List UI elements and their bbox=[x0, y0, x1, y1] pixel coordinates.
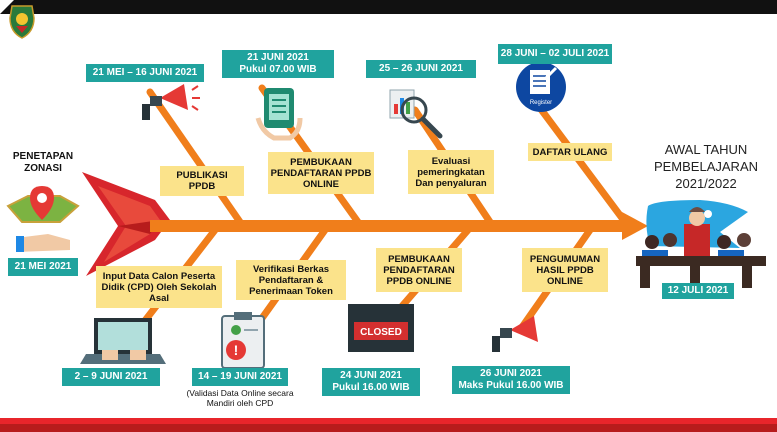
provincial-crest-logo bbox=[9, 5, 35, 39]
register-icon-text: Register bbox=[530, 100, 552, 106]
end-date: 12 JULI 2021 bbox=[662, 283, 734, 299]
event-date: 26 JUNI 2021 bbox=[480, 368, 542, 379]
top-bar bbox=[0, 0, 777, 14]
event-time: Pukul 16.00 WIB bbox=[332, 382, 410, 393]
event-date: 21 JUNI 2021 bbox=[247, 52, 309, 63]
event-label: PEMBUKAAN PENDAFTARAN PPDB ONLINE bbox=[376, 248, 462, 292]
bottom-bar-shade bbox=[0, 424, 777, 432]
start-date: 21 MEI 2021 bbox=[8, 258, 78, 276]
clipboard-alert-icon: ! bbox=[221, 312, 265, 369]
event-date: 25 – 26 JUNI 2021 bbox=[366, 60, 476, 78]
event-label: DAFTAR ULANG bbox=[528, 143, 612, 161]
event-date-card: 21 JUNI 2021 Pukul 07.00 WIB bbox=[222, 50, 334, 78]
megaphone-icon bbox=[142, 84, 200, 120]
event-label: PEMBUKAAN PENDAFTARAN PPDB ONLINE bbox=[268, 152, 374, 194]
magnifier-chart-icon bbox=[389, 89, 443, 139]
event-date: 28 JUNI – 02 JULI 2021 bbox=[498, 44, 612, 64]
megaphone-icon-bottom bbox=[492, 316, 538, 352]
event-date: 24 JUNI 2021 bbox=[340, 370, 402, 381]
event-label: PENGUMUMAN HASIL PPDB ONLINE bbox=[522, 248, 608, 292]
event-label: Input Data Calon Peserta Didik (CPD) Ole… bbox=[96, 266, 222, 308]
map-pin-icon bbox=[6, 186, 80, 252]
end-title: AWAL TAHUN PEMBELAJARAN 2021/2022 bbox=[653, 142, 759, 191]
start-title: PENETAPAN ZONASI bbox=[12, 151, 74, 174]
spine-arrowhead bbox=[622, 212, 648, 240]
event-label: Evaluasi pemeringkatan Dan penyaluran bbox=[408, 150, 494, 194]
event-date-card: 24 JUNI 2021 Pukul 16.00 WIB bbox=[322, 368, 420, 396]
event-note: (Validasi Data Online secara Mandiri ole… bbox=[186, 388, 294, 408]
event-date: 14 – 19 JUNI 2021 bbox=[192, 368, 288, 386]
event-label: PUBLIKASI PPDB bbox=[160, 166, 244, 196]
closed-sign-text: CLOSED bbox=[360, 327, 402, 338]
event-date-card: 26 JUNI 2021 Maks Pukul 16.00 WIB bbox=[452, 366, 570, 394]
fishbone-spine bbox=[150, 220, 628, 232]
event-time: Maks Pukul 16.00 WIB bbox=[458, 380, 564, 391]
bone-top-1 bbox=[146, 88, 244, 226]
event-date: 2 – 9 JUNI 2021 bbox=[62, 368, 160, 386]
fishbone-tail bbox=[82, 172, 170, 276]
closed-sign-icon: CLOSED bbox=[348, 304, 414, 352]
classroom-icon bbox=[636, 207, 766, 288]
laptop-icon bbox=[80, 318, 166, 364]
event-time: Pukul 07.00 WIB bbox=[239, 64, 317, 75]
svg-text:!: ! bbox=[234, 342, 239, 358]
event-date: 21 MEI – 16 JUNI 2021 bbox=[86, 64, 204, 82]
tablet-icon bbox=[255, 88, 303, 141]
bone-top-4 bbox=[536, 104, 629, 226]
register-icon: Register bbox=[516, 62, 566, 112]
event-label: Verifikasi Berkas Pendaftaran & Penerima… bbox=[236, 260, 346, 300]
